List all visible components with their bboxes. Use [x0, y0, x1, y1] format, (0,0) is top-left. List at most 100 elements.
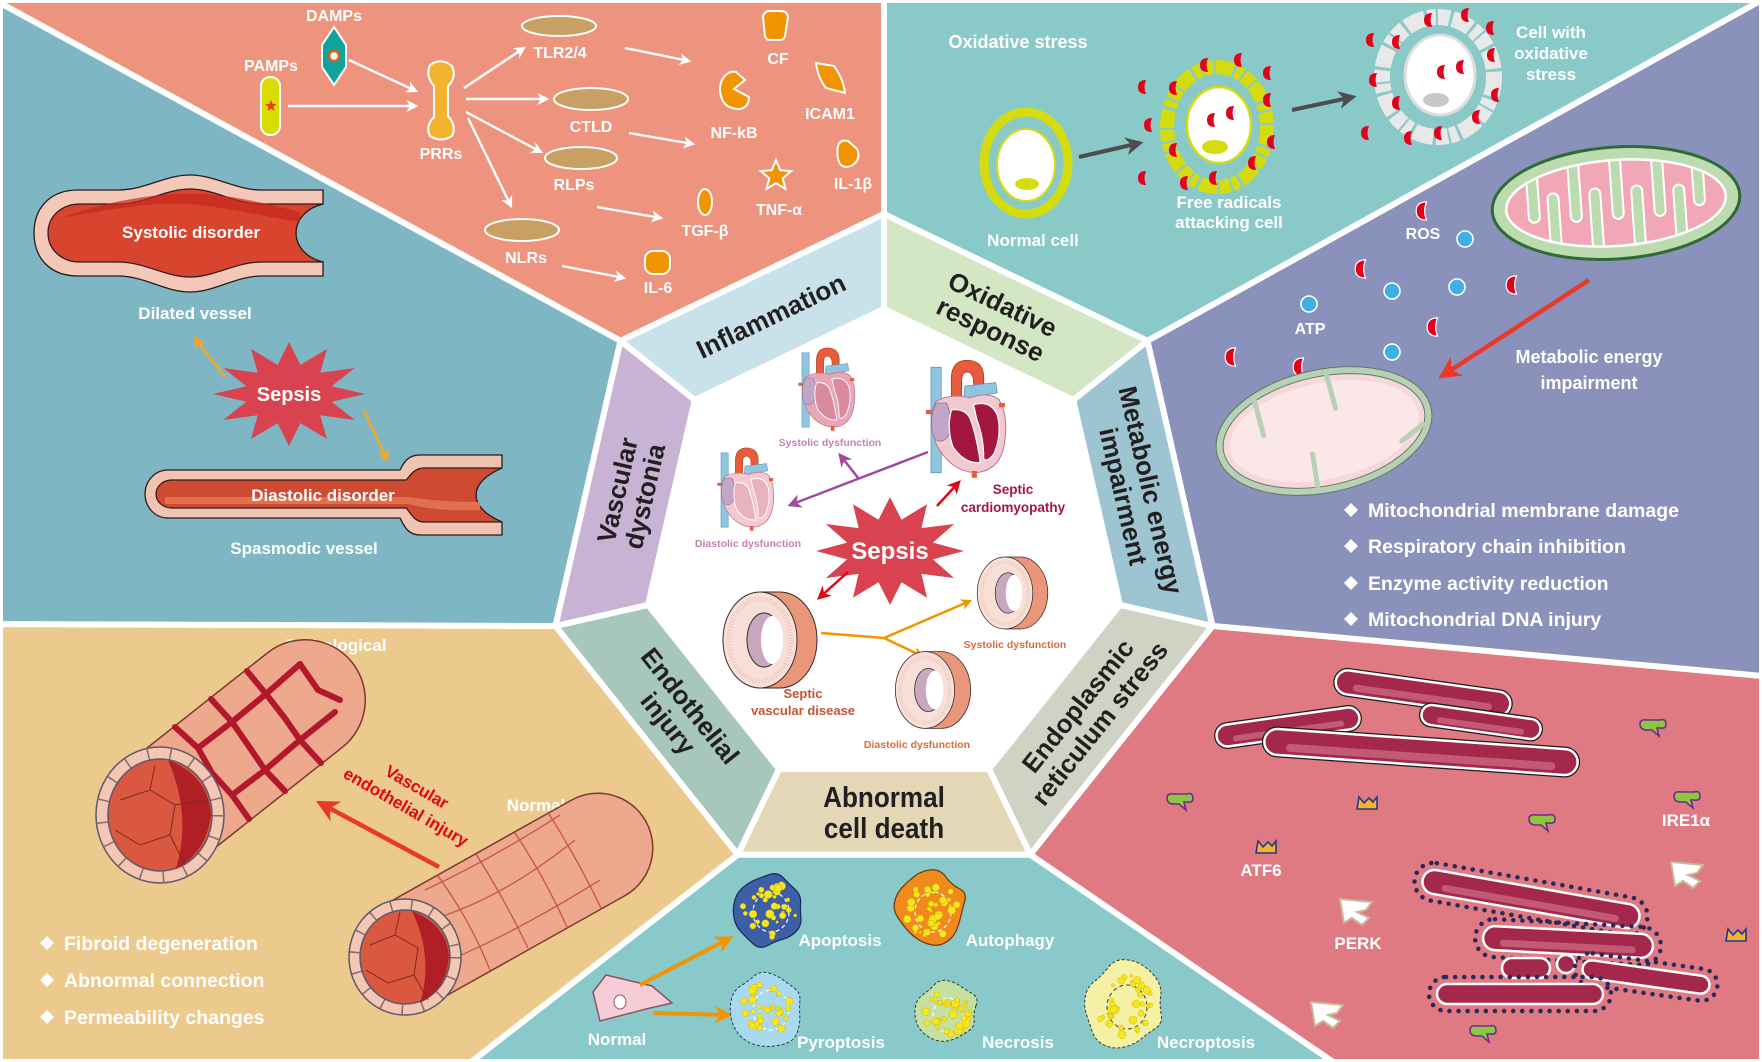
er-cisterna — [1333, 667, 1513, 719]
lumen-cells-icon — [114, 764, 206, 866]
lumen-highlight-icon — [165, 497, 480, 511]
er-cisterna — [1418, 702, 1544, 742]
free-radical-icon — [1369, 73, 1377, 87]
granule — [924, 885, 932, 894]
arrow-to-systolic-heart — [838, 452, 860, 480]
cell-body-icon — [996, 128, 1056, 202]
granule — [954, 997, 960, 1003]
dilated-vessel — [33, 174, 324, 293]
granule — [934, 912, 942, 921]
free-radical-icon — [1138, 80, 1146, 94]
necroptosis-label: Necroptosis — [1157, 1033, 1255, 1052]
ctld-receptor-icon — [553, 87, 629, 111]
ring-label-line: Abnormal — [823, 781, 945, 814]
vessel-ring-icon — [975, 555, 1050, 631]
nlrs-label: NLRs — [505, 250, 547, 267]
granule — [1137, 981, 1146, 990]
free-radical-icon — [1434, 126, 1442, 140]
metabolic-panel: ROS ATP Metabolic energy impairment Mito… — [1215, 144, 1742, 631]
sepsis-star-icon — [816, 497, 964, 605]
cell-body-icon — [732, 873, 802, 948]
arrow-damps-to-prrs — [348, 58, 419, 93]
granule — [1118, 1025, 1124, 1031]
pamps-molecule — [260, 76, 281, 136]
granule — [948, 1010, 958, 1019]
er-stress-panel: IRE1α ATF6 PERK — [1166, 667, 1747, 1045]
cristae-icon — [1524, 152, 1706, 254]
granule — [939, 896, 947, 904]
bullet-item: Abnormal connection — [64, 970, 264, 992]
ring-label-line: cell death — [824, 812, 944, 845]
rough-er-cisterna — [1572, 950, 1720, 1004]
granule — [1109, 1001, 1116, 1008]
granule — [748, 1022, 756, 1030]
granule — [1142, 985, 1152, 995]
granule — [758, 893, 765, 899]
damps-core-icon — [327, 49, 341, 63]
diamond-bullet-icon — [40, 1010, 54, 1024]
bullet-item: Respiratory chain inhibition — [1368, 536, 1626, 558]
arrow-ctld-to-mediators — [628, 131, 696, 149]
smooth-er — [1214, 667, 1581, 778]
granule — [936, 921, 941, 926]
ros-particle-icon — [1354, 259, 1367, 279]
atp-particle-icon — [1448, 278, 1466, 296]
necroptosis-cell — [1084, 959, 1162, 1049]
vascular-panel: Systolic disorder Dilated vessel Sepsis … — [33, 174, 503, 558]
granule — [793, 913, 798, 918]
stressed-cell-label-line2: oxidative — [1514, 44, 1588, 63]
granule — [944, 1002, 949, 1007]
granule — [923, 928, 931, 936]
granule — [781, 903, 788, 910]
attacked-cell-label-line1: Free radicals — [1177, 193, 1282, 212]
arrow-normal-to-attacked — [1078, 137, 1144, 159]
ire1a-protein-icon — [1528, 813, 1556, 834]
vessel-ring-septic — [723, 592, 817, 688]
diamond-bullet-icon — [1344, 539, 1358, 553]
nf-kb-icon — [719, 70, 751, 111]
endothelial-cracks-icon — [172, 661, 343, 822]
granule — [952, 901, 961, 909]
oxidative-stress-title: Oxidative stress — [948, 32, 1087, 52]
granule — [1129, 974, 1134, 978]
ire1a-protein-icon — [1469, 1024, 1497, 1045]
heart-systolic-label: Systolic dysfunction — [779, 437, 882, 449]
arrow-metabolic-impairment — [1438, 278, 1591, 379]
cf-icon — [761, 10, 790, 41]
tnf-a-icon — [758, 157, 794, 192]
ire1a-protein-icon — [1639, 718, 1667, 739]
arrow-to-apoptosis — [639, 936, 734, 987]
normal-vessel-label: Normal — [507, 796, 566, 815]
heart-diastolic-label: Diastolic dysfunction — [695, 538, 801, 550]
sepsis-center-label: Sepsis — [851, 538, 928, 565]
free-radical-icon — [1392, 96, 1400, 110]
apoptosis-label: Apoptosis — [798, 931, 881, 950]
perk-protein-icon — [1338, 897, 1374, 927]
ros-particle-icon — [1505, 275, 1518, 295]
damaged-mitochondrion — [1215, 366, 1433, 496]
granule — [783, 1015, 789, 1021]
oxidative-stress-panel: Oxidative stress Normal cell Free radica… — [948, 8, 1588, 250]
granule — [750, 1008, 757, 1015]
granule — [941, 1016, 947, 1022]
granule — [756, 981, 763, 988]
granule — [933, 902, 939, 908]
prrs-label: PRRs — [420, 146, 463, 163]
ros-label: ROS — [1406, 226, 1441, 243]
granule — [964, 1003, 969, 1008]
granule — [913, 891, 921, 898]
granule — [777, 1024, 786, 1033]
granule — [912, 924, 920, 932]
diamond-bullet-icon — [1344, 576, 1358, 590]
granule — [927, 900, 935, 907]
il-6-icon — [644, 250, 671, 275]
metabolic-bullet-list: Mitochondrial membrane damage Respirator… — [1344, 500, 1679, 631]
granule — [1117, 1030, 1127, 1039]
septic-vascular-label-line2: vascular disease — [751, 703, 855, 718]
sepsis-star-icon — [213, 342, 365, 446]
tlr-label: TLR2/4 — [533, 45, 586, 62]
free-radical-icon — [1263, 66, 1271, 80]
arrow-sepsis-to-spasmodic — [362, 409, 389, 463]
granule — [1128, 1015, 1138, 1025]
